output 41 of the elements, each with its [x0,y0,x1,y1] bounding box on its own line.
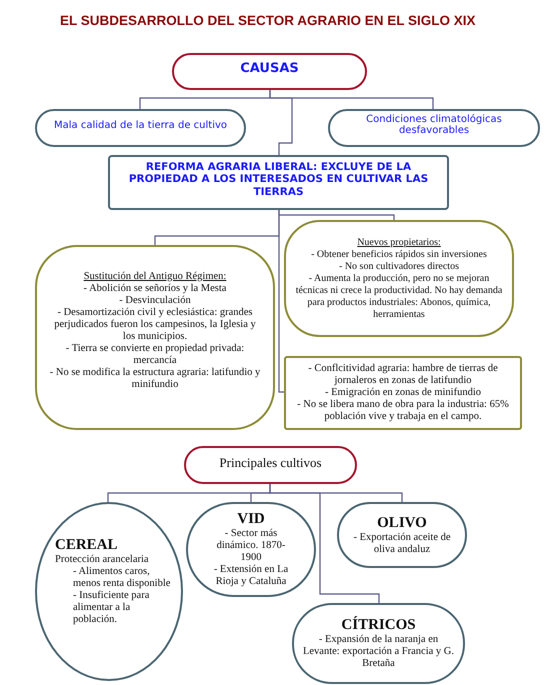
bullet-text: - Tierra se convierte en propiedad privada: mercancía [64,342,246,366]
connector-line [278,210,284,393]
crop-text: - Expansión de la naranja en Levante: exportación a Francia y G. Bretaña [302,634,455,670]
cause-pill [35,109,246,147]
bullet-text: - Emigración en zonas de minifundio [325,387,481,399]
reform-box [108,155,449,210]
crop-heading: CÍTRICOS [341,617,416,634]
crop-text: - Insuficiente para alimentar a la población. [72,590,150,626]
crop-text: Protección arancelaria [55,554,149,566]
crop-text: - Alimentos caros, menos renta disponible [72,566,172,590]
crop-heading: VID [237,511,265,528]
crop-heading: CEREAL [55,537,118,554]
bullet-text: - Desamortización civil y eclesiástica: grandes perjudicados fueron los campesinos, la Iglesia y los municipios. [53,306,257,342]
crop-text: - Exportación aceite de oliva andaluz [352,532,452,556]
heading-text: Sustitución del Antiguo Régimen: [84,270,226,282]
crop-heading: OLIVO [377,514,427,532]
heading-text: Nuevos propietarios: [357,236,441,248]
bullet-text: - No son cultivadores directos [339,260,459,272]
bullet-text: - No se modifica la estructura agraria: latifundio y minifundio [48,366,262,390]
cause-text: Mala calidad de la tierra de cultivo [54,120,228,130]
consequence-box [284,356,522,430]
bullet-text: - Desvinculación [119,294,191,306]
consequence-rounded-box [284,220,514,337]
bullet-text: - Conflcitividad agraria: hambre de tierras de jornaleros en zonas de latifundio [307,363,499,387]
bullet-text: - Abolición se señoríos y la Mesta [84,282,226,294]
cause-text: Condiciones climatológicas desfavorables [365,114,503,136]
diagram-title: EL SUBDESARROLLO DEL SECTOR AGRARIO EN EL SIGLO XIX [60,13,476,28]
bullet-text: - Aumenta la producción, pero no se mejoran técnicas ni crece la productividad. No hay demanda para productos industriales: Abonos, química, herramientas [294,272,504,320]
heading-pill [172,53,367,90]
reform-text: REFORMA AGRARIA LIBERAL: EXCLUYE DE LA PROPIEDAD A LOS INTERESADOS EN CULTIVAR LAS TIERRAS [128,160,430,198]
consequence-rounded-box [35,245,275,430]
crop-text: - Sector más dinámico. 1870-1900 [216,528,286,564]
bullet-text: - No se libera mano de obra para la industria: 65% población vive y trabaja en el campo. [296,399,510,423]
crop-text: - Extensión en La Rioja y Cataluña [212,564,290,588]
heading-text: Principales cultivos [219,457,322,469]
heading-text: CAUSAS [240,61,299,76]
cause-pill [328,109,540,147]
heading-pill [184,446,357,484]
bullet-text: - Obtener beneficios rápidos sin inversiones [311,248,487,260]
connector-line [269,484,380,603]
connector-line [269,90,293,155]
